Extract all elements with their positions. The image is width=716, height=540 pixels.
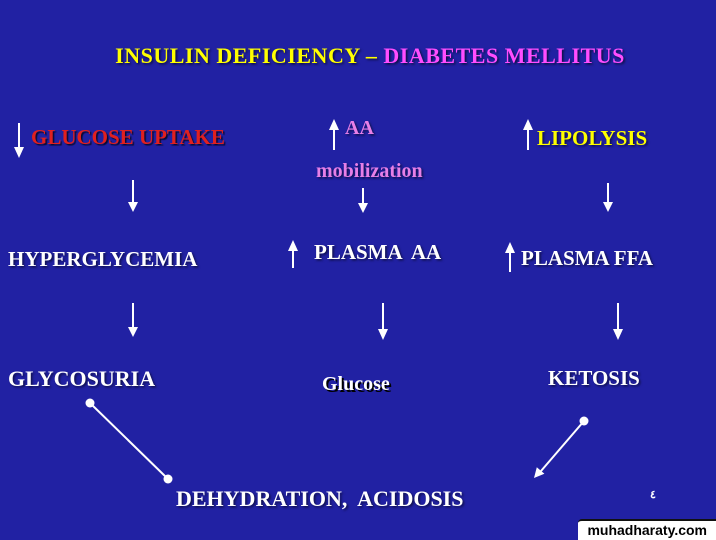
node-hyperglycemia: HYPERGLYCEMIA [8, 247, 198, 271]
down-arrow-icon [128, 303, 138, 337]
node-glucose: Glucose [322, 373, 390, 395]
down-arrow-icon [378, 303, 388, 340]
down-arrow-icon [14, 123, 24, 158]
node-lipolysis: LIPOLYSIS [537, 126, 648, 150]
up-arrow-icon [329, 119, 339, 150]
down-arrow-icon [613, 303, 623, 340]
down-arrow-icon [358, 188, 368, 213]
down-arrow-icon [128, 180, 138, 212]
node-glucose-uptake: GLUCOSE UPTAKE [31, 125, 225, 149]
down-arrow-icon [603, 183, 613, 212]
page-number: ٤ [650, 489, 656, 501]
glycosuria-to-dehydration-connector [85, 398, 173, 484]
node-dehydration-acidosis: DEHYDRATION, ACIDOSIS [176, 486, 464, 511]
title-diabetes-mellitus: DIABETES MELLITUS [383, 43, 625, 68]
watermark: muhadharaty.com [578, 519, 716, 540]
ketosis-to-dehydration-connector [534, 416, 589, 478]
node-aa: AA [345, 117, 374, 139]
node-plasma-aa: PLASMA AA [314, 240, 442, 264]
node-plasma-ffa: PLASMA FFA [521, 246, 654, 270]
node-glycosuria: GLYCOSURIA [8, 366, 156, 391]
node-aa-mobilization: mobilization [316, 160, 423, 182]
node-ketosis: KETOSIS [548, 366, 640, 390]
slide-title: INSULIN DEFICIENCY – DIABETES MELLITUS [0, 17, 716, 95]
up-arrow-icon [288, 240, 298, 268]
up-arrow-icon [523, 119, 533, 150]
title-insulin-deficiency: INSULIN DEFICIENCY – [115, 43, 384, 68]
up-arrow-icon [505, 242, 515, 272]
